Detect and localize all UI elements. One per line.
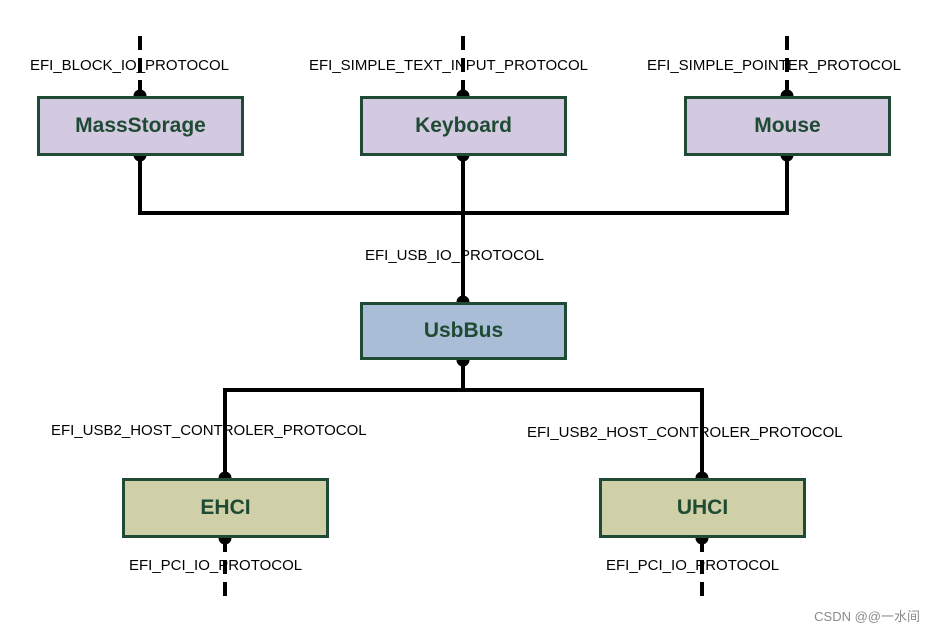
label-simple-pointer-protocol: EFI_SIMPLE_POINTER_PROTOCOL — [647, 57, 901, 74]
uhci-label: UHCI — [676, 496, 729, 519]
label-block-io-protocol: EFI_BLOCK_IO_PROTOCOL — [30, 57, 229, 74]
host-controller-connector — [223, 388, 704, 478]
keyboard-label: Keyboard — [415, 114, 512, 137]
label-usb-io-protocol: EFI_USB_IO_PROTOCOL — [365, 247, 544, 264]
ehci-node: EHCI — [122, 478, 329, 538]
usb-bus-label: UsbBus — [423, 319, 504, 342]
uhci-node: UHCI — [599, 478, 806, 538]
mouse-label: Mouse — [754, 114, 821, 137]
label-pci-io-protocol-right: EFI_PCI_IO_PROTOCOL — [606, 557, 780, 574]
watermark: CSDN @@一水间 — [814, 609, 920, 624]
label-usb2-hc-protocol-left: EFI_USB2_HOST_CONTROLER_PROTOCOL — [51, 422, 367, 439]
mouse-node: Mouse — [684, 96, 891, 156]
usb-bus-node: UsbBus — [360, 302, 567, 360]
ehci-label: EHCI — [200, 496, 251, 519]
label-pci-io-protocol-left: EFI_PCI_IO_PROTOCOL — [129, 557, 303, 574]
mass-storage-label: MassStorage — [75, 114, 206, 137]
label-simple-text-input-protocol: EFI_SIMPLE_TEXT_INPUT_PROTOCOL — [309, 57, 588, 74]
keyboard-node: Keyboard — [360, 96, 567, 156]
label-usb2-hc-protocol-right: EFI_USB2_HOST_CONTROLER_PROTOCOL — [527, 424, 843, 441]
mass-storage-node: MassStorage — [37, 96, 244, 156]
